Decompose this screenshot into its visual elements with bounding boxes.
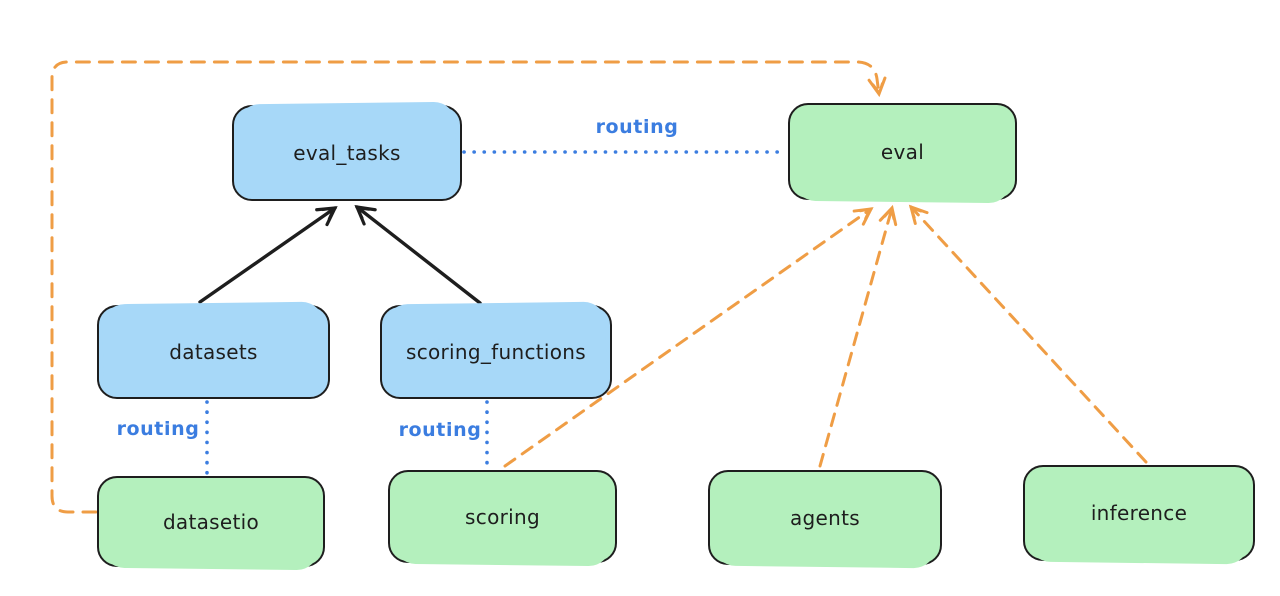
node-eval-label: eval — [880, 139, 925, 164]
node-agents: agents — [708, 470, 942, 565]
node-eval: eval — [788, 103, 1017, 200]
node-scoring-label: scoring — [465, 504, 540, 529]
node-datasetio: datasetio — [97, 476, 325, 567]
node-inference: inference — [1023, 465, 1255, 561]
routing-label-datasets-datasetio: routing — [116, 418, 200, 440]
node-agents-label: agents — [790, 505, 860, 530]
edge-inference-to-eval — [908, 204, 1148, 464]
node-datasets: datasets — [97, 305, 330, 399]
node-eval-tasks-label: eval_tasks — [293, 141, 401, 165]
node-datasetio-label: datasetio — [162, 509, 260, 534]
edge-datasets-to-eval_tasks — [198, 206, 338, 304]
node-inference-label: inference — [1090, 501, 1188, 525]
edge-scoring_functions-to-eval_tasks — [354, 204, 482, 305]
routing-label-scoring_functions-scoring: routing — [398, 419, 482, 441]
node-scoring: scoring — [388, 470, 617, 563]
node-scoring-functions: scoring_functions — [380, 305, 612, 399]
edge-scoring-to-eval — [503, 207, 874, 468]
node-datasets-label: datasets — [169, 340, 258, 364]
routing-label-eval_tasks-eval: routing — [595, 116, 679, 138]
edge-datasetio-to-eval — [50, 60, 887, 514]
edge-agents-to-eval — [818, 204, 898, 468]
node-eval-tasks: eval_tasks — [232, 105, 462, 201]
node-scoring-functions-label: scoring_functions — [405, 340, 587, 364]
